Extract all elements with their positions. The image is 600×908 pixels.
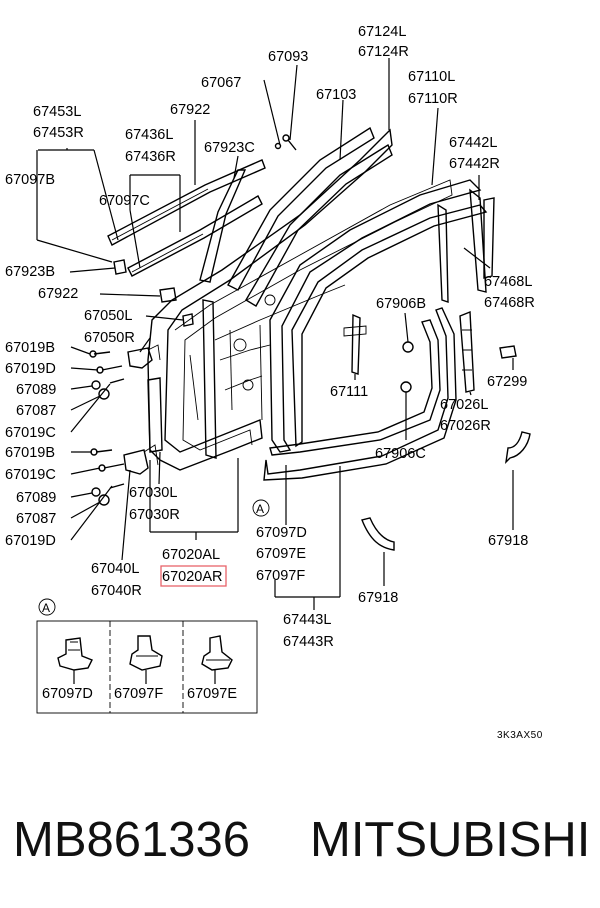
part-label: 67067 (201, 75, 241, 91)
part-label: 67918 (488, 533, 528, 549)
part-label: 67019D (5, 361, 56, 377)
part-label: 67019B (5, 340, 55, 356)
part-label: 67026L (440, 397, 488, 413)
part-label: 67026R (440, 418, 491, 434)
part-label: 67097E (187, 686, 237, 702)
part-label: 67089 (16, 382, 56, 398)
part-label-highlighted: 67020AR (162, 569, 222, 585)
part-label: 67111 (330, 384, 368, 400)
part-label: 67124R (358, 44, 409, 60)
part-label: 67050L (84, 308, 132, 324)
part-label: 67097F (256, 568, 305, 584)
part-labels: 67124L 67124R 67093 67067 67103 67110L 6… (5, 24, 535, 650)
leader-lines (36, 58, 514, 610)
part-label: 67019B (5, 445, 55, 461)
part-label: 67019D (5, 533, 56, 549)
door-parts-diagram: 67124L 67124R 67093 67067 67103 67110L 6… (5, 24, 543, 741)
part-label: 67923B (5, 264, 55, 280)
part-label: 67442L (449, 135, 497, 151)
part-label: 67443R (283, 634, 334, 650)
part-label: 67050R (84, 330, 135, 346)
part-label: 67097D (42, 686, 93, 702)
part-label: 67453R (33, 125, 84, 141)
part-label: 67097C (99, 193, 150, 209)
part-label: 67299 (487, 374, 527, 390)
part-number: MB861336 (13, 813, 251, 867)
part-label: 67110R (408, 91, 458, 107)
part-label: 67089 (16, 490, 56, 506)
part-label: 67030L (129, 485, 177, 501)
detail-marker-letter: A (256, 502, 264, 516)
detail-marker-inset: A (38, 598, 56, 616)
part-label: 67436L (125, 127, 173, 143)
part-label: 67097F (114, 686, 163, 702)
highlight-box (160, 565, 227, 587)
detail-marker-letter: A (42, 601, 50, 615)
part-label: 67040L (91, 561, 139, 577)
part-label: 67030R (129, 507, 180, 523)
part-label: 67906B (376, 296, 426, 312)
part-label: 67093 (268, 49, 308, 65)
part-label: 67020AL (162, 547, 220, 563)
part-label: 67103 (316, 87, 356, 103)
part-label: 67442R (449, 156, 500, 172)
part-label: 67110L (408, 69, 455, 85)
part-label: 67019C (5, 467, 56, 483)
door-illustration (89, 126, 531, 551)
part-label: 67124L (358, 24, 406, 40)
part-label: 67097D (256, 525, 307, 541)
part-label: 67922 (38, 286, 78, 302)
brand-name: MITSUBISHI (310, 813, 591, 867)
diagram-code: 3K3AX50 (497, 730, 543, 741)
part-label: 67443L (283, 612, 331, 628)
part-label: 67436R (125, 149, 176, 165)
part-label: 67019C (5, 425, 56, 441)
part-label: 67918 (358, 590, 398, 606)
part-label: 67468L (484, 274, 532, 290)
part-label: 67097E (256, 546, 306, 562)
part-label: 67923C (204, 140, 255, 156)
part-label: 67453L (33, 104, 81, 120)
footer: MB861336 MITSUBISHI (0, 800, 600, 880)
part-label: 67087 (16, 511, 56, 527)
detail-marker-main: A (252, 499, 270, 517)
part-label: 67040R (91, 583, 142, 599)
part-label: 67087 (16, 403, 56, 419)
part-label: 67097B (5, 172, 55, 188)
detail-inset: 67097D 67097F 67097E (36, 620, 258, 714)
part-label: 67922 (170, 102, 210, 118)
part-label: 67906C (375, 446, 426, 462)
part-label: 67468R (484, 295, 535, 311)
